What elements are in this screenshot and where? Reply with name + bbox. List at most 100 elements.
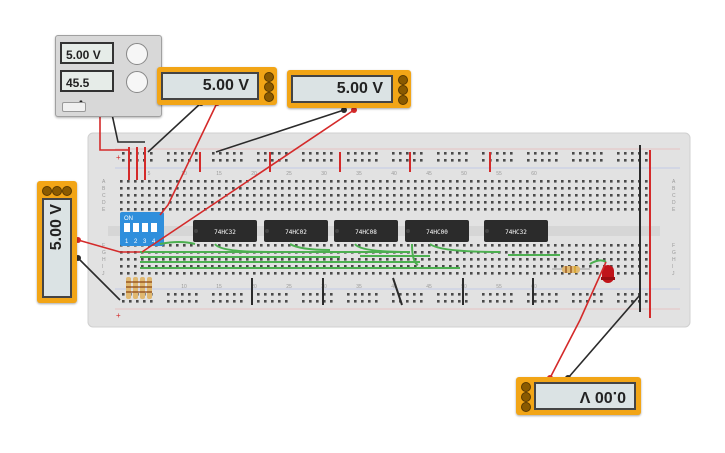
row-letter: H [672,257,676,263]
row-letter: A [672,179,676,185]
row-letter: H [102,257,106,263]
column-number: 40 [391,284,397,290]
column-number: 30 [321,284,327,290]
power-supply-current-display: 45.5 mA [60,70,114,112]
column-number: 50 [461,284,467,290]
multimeter-2-mode-r[interactable] [398,95,408,105]
chip-5-label: 74HC32 [505,229,527,236]
dip-toggle-1[interactable] [124,223,130,232]
chip-3-label: 74HC08 [355,229,377,236]
voltage-knob[interactable] [126,43,148,65]
column-number: 20 [251,284,257,290]
multimeter-3[interactable]: 5.00 V [37,181,77,303]
multimeter-2-mode-v[interactable] [398,85,408,95]
chip-5[interactable]: 74HC32 [484,220,548,242]
green-wires[interactable] [140,241,607,269]
multimeter-1-mode-v[interactable] [264,82,274,92]
chip-3[interactable]: 74HC08 [334,220,398,242]
rail-jumpers [128,147,651,318]
led[interactable] [601,265,615,283]
column-number: 25 [286,284,292,290]
pulldown-resistors[interactable] [126,277,152,299]
multimeter-4-mode-r[interactable] [521,402,531,412]
multimeter-3-mode-a[interactable] [42,186,52,196]
column-number: 40 [391,171,397,177]
row-letter: D [672,200,676,206]
column-number: 55 [496,171,502,177]
chip-1-label: 74HC32 [214,229,236,236]
rail-plus-sign: + [116,153,121,162]
column-number: 50 [461,171,467,177]
dip-number-4: 4 [152,239,156,245]
row-letter: B [672,186,676,192]
dip-number-3: 3 [143,239,147,245]
chip-2[interactable]: 74HC02 [264,220,328,242]
power-supply-voltage-display: 5.00 V [60,42,114,64]
dip-switch[interactable]: ON 1 2 3 4 [120,212,164,246]
column-number: 5 [148,171,151,177]
multimeter-2[interactable]: 5.00 V [287,70,411,108]
chip-2-label: 74HC02 [285,229,307,236]
column-number: 15 [216,171,222,177]
multimeter-2-display: 5.00 V [291,75,393,103]
dip-toggle-2[interactable] [133,223,139,232]
row-letter: J [672,271,675,277]
column-number: 35 [356,171,362,177]
multimeter-3-display: 5.00 V [48,204,65,251]
multimeter-1-mode-r[interactable] [264,92,274,102]
row-letter: G [102,250,106,256]
row-letter: J [102,271,105,277]
row-letter: F [672,243,675,249]
dip-number-2: 2 [134,239,138,245]
column-number: 45 [426,171,432,177]
row-letter: E [102,207,106,213]
dip-switch-on-label: ON [124,216,133,222]
multimeter-1[interactable]: 5.00 V [157,67,277,105]
dip-toggle-4[interactable] [151,223,157,232]
chip-4-label: 74HC00 [426,229,448,236]
ground-jumpers [251,145,641,312]
column-number: 10 [181,171,187,177]
row-letter: B [102,186,106,192]
probe-wires[interactable] [77,102,641,379]
chip-4[interactable]: 74HC00 [405,220,469,242]
row-letter: G [672,250,676,256]
power-supply[interactable]: 5.00 V 45.5 mA [55,35,162,117]
column-number: 15 [216,284,222,290]
column-number: 30 [321,171,327,177]
current-knob[interactable] [126,71,148,93]
row-letter: I [672,264,673,270]
multimeter-4-display: 0.00 V [534,382,636,410]
row-letter: C [672,193,676,199]
multimeter-3-mode-r[interactable] [62,186,72,196]
column-number: 35 [356,284,362,290]
multimeter-1-mode-a[interactable] [264,72,274,82]
row-letter: D [102,200,106,206]
multimeter-4-mode-a[interactable] [521,382,531,392]
dip-toggle-3[interactable] [142,223,148,232]
chip-1[interactable]: 74HC32 [193,220,257,242]
column-number: 60 [531,284,537,290]
rail-plus-sign-bottom: + [116,311,121,320]
column-number: 10 [181,284,187,290]
row-letter: A [102,179,106,185]
multimeter-4[interactable]: 0.00 V [516,377,641,415]
row-letter: C [102,193,106,199]
power-switch[interactable] [62,102,86,112]
multimeter-1-display: 5.00 V [161,72,259,100]
dip-number-1: 1 [125,239,129,245]
column-number: 45 [426,284,432,290]
multimeter-2-mode-a[interactable] [398,75,408,85]
row-letter: F [102,243,105,249]
multimeter-3-screen [42,198,72,298]
output-resistor[interactable] [552,266,590,273]
multimeter-4-mode-v[interactable] [521,392,531,402]
column-number: 25 [286,171,292,177]
row-letter: I [102,264,103,270]
multimeter-3-mode-v[interactable] [52,186,62,196]
column-number: 55 [496,284,502,290]
row-letter: E [672,207,676,213]
column-number: 60 [531,171,537,177]
